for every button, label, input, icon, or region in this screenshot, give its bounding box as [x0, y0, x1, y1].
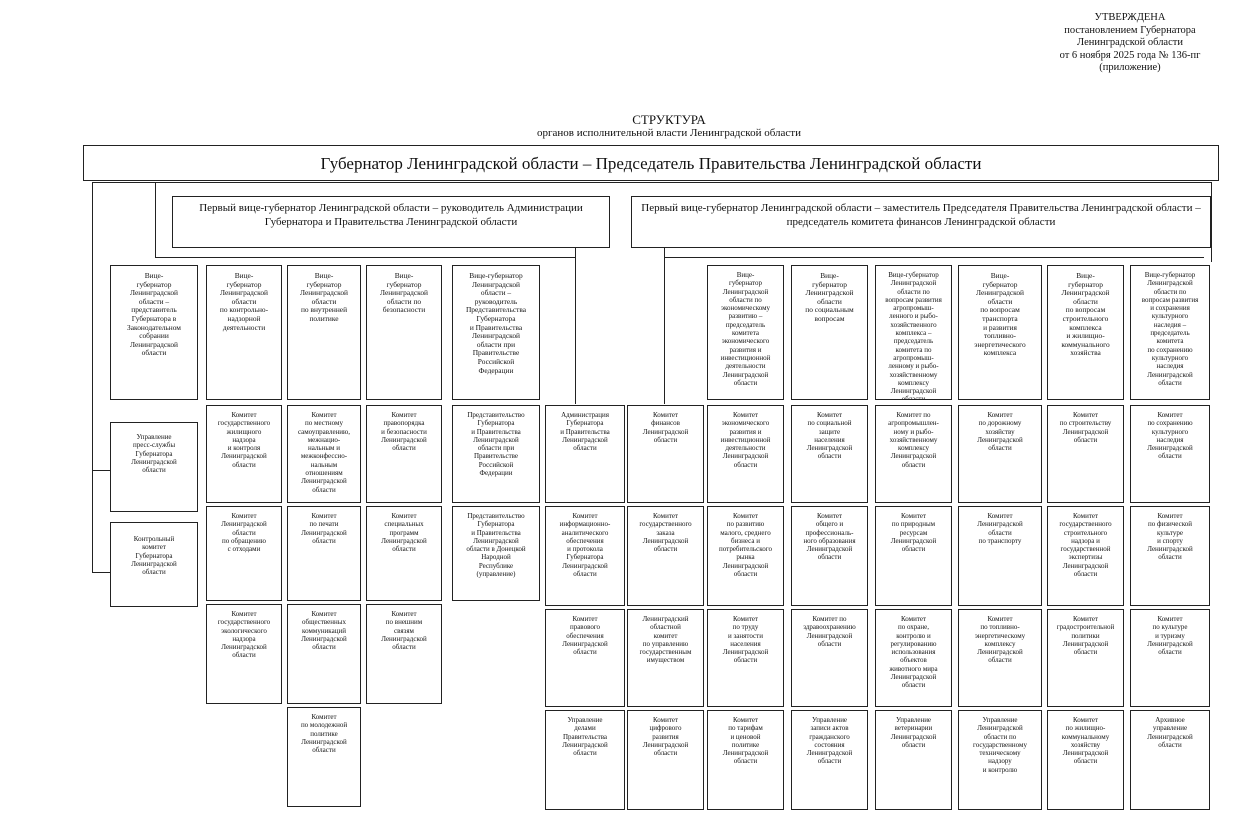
connector-line — [664, 248, 666, 404]
vice-governor-agro: Вице-губернатор Ленинградской области по… — [875, 265, 952, 400]
unit-transport: Комитет Ленинградской области по транспо… — [958, 506, 1042, 606]
connector-line — [155, 257, 575, 259]
unit-representation-dnr: Представительство Губернатора и Правител… — [452, 506, 540, 601]
document-title: СТРУКТУРА органов исполнительной власти … — [369, 112, 969, 140]
unit-archives: Архивное управление Ленинградской област… — [1130, 710, 1210, 810]
approval-line: УТВЕРЖДЕНА — [1094, 12, 1166, 23]
unit-culture-tourism: Комитет по культуре и туризму Ленинградс… — [1130, 609, 1210, 707]
unit-construction-supervision: Комитет государственного строительного н… — [1047, 506, 1124, 606]
vice-governor-control: Вице- губернатор Ленинградской области п… — [206, 265, 282, 400]
unit-technical-supervision: Управление Ленинградской области по госу… — [958, 710, 1042, 810]
unit-law-and-order: Комитет правопорядка и безопасности Лени… — [366, 405, 442, 503]
unit-finance: Комитет финансов Ленинградской области — [627, 405, 704, 503]
connector-line — [92, 182, 94, 573]
connector-line — [664, 257, 1204, 259]
vice-governor-legislative: Вице- губернатор Ленинградской области –… — [110, 265, 198, 400]
connector-line — [92, 572, 110, 574]
approval-line: Ленинградской области — [1077, 37, 1183, 48]
unit-construction: Комитет по строительству Ленинградской о… — [1047, 405, 1124, 503]
unit-wildlife: Комитет по охране, контролю и регулирова… — [875, 609, 952, 707]
first-vice-governor-right-label: Первый вице-губернатор Ленинградской обл… — [641, 202, 1201, 228]
approval-stamp: УТВЕРЖДЕНА постановлением Губернатора Ле… — [1040, 12, 1220, 75]
unit-info-analytics: Комитет информационно- аналитического об… — [545, 506, 625, 606]
unit-legal-support: Комитет правового обеспечения Ленинградс… — [545, 609, 625, 707]
unit-agro-complex: Комитет по агропромышлен- ному и рыбо- х… — [875, 405, 952, 503]
unit-press-service: Управление пресс-службы Губернатора Лени… — [110, 422, 198, 512]
connector-line — [92, 470, 110, 472]
vice-governor-construction: Вице- губернатор Ленинградской области п… — [1047, 265, 1124, 400]
unit-housing-utilities: Комитет по жилищно- коммунальному хозяйс… — [1047, 710, 1124, 810]
connector-line — [575, 248, 577, 404]
unit-government-affairs: Управление делами Правительства Ленингра… — [545, 710, 625, 810]
vice-governor-representation: Вице-губернатор Ленинградской области – … — [452, 265, 540, 400]
connector-line — [155, 182, 157, 258]
connector-line — [92, 182, 1212, 184]
unit-administration: Администрация Губернатора и Правительств… — [545, 405, 625, 503]
unit-road-management: Комитет по дорожному хозяйству Ленинград… — [958, 405, 1042, 503]
first-vice-governor-right: Первый вице-губернатор Ленинградской обл… — [631, 196, 1211, 248]
unit-press: Комитет по печати Ленинградской области — [287, 506, 361, 601]
unit-small-business: Комитет по развитию малого, среднего биз… — [707, 506, 784, 606]
unit-education: Комитет общего и профессиональ- ного обр… — [791, 506, 868, 606]
unit-veterinary: Управление ветеринарии Ленинградской обл… — [875, 710, 952, 810]
unit-urban-planning: Комитет градостроительной политики Ленин… — [1047, 609, 1124, 707]
unit-natural-resources: Комитет по природным ресурсам Ленинградс… — [875, 506, 952, 606]
connector-line — [1211, 182, 1213, 262]
approval-line: от 6 ноября 2025 года № 136-пг — [1059, 49, 1201, 61]
vice-governor-security: Вице- губернатор Ленинградской области п… — [366, 265, 442, 400]
approval-line: постановлением Губернатора — [1064, 24, 1196, 36]
unit-civil-registry: Управление записи актов гражданского сос… — [791, 710, 868, 810]
approval-line: (приложение) — [1099, 62, 1161, 73]
vice-governor-culture: Вице-губернатор Ленинградской области по… — [1130, 265, 1210, 400]
unit-labor-employment: Комитет по труду и занятости населения Л… — [707, 609, 784, 707]
unit-sports: Комитет по физической культуре и спорту … — [1130, 506, 1210, 606]
unit-waste-management: Комитет Ленинградской области по обращен… — [206, 506, 282, 601]
unit-housing-supervision: Комитет государственного жилищного надзо… — [206, 405, 282, 503]
unit-state-procurement: Комитет государственного заказа Ленингра… — [627, 506, 704, 606]
unit-fuel-energy: Комитет по топливно- энергетическому ком… — [958, 609, 1042, 707]
unit-youth-policy: Комитет по молодежной политике Ленинград… — [287, 707, 361, 807]
unit-eco-supervision: Комитет государственного экологического … — [206, 604, 282, 704]
unit-healthcare: Комитет по здравоохранению Ленинградской… — [791, 609, 868, 707]
title-subtitle: органов исполнительной власти Ленинградс… — [537, 127, 801, 139]
unit-local-government: Комитет по местному самоуправлению, межн… — [287, 405, 361, 503]
unit-external-relations: Комитет по внешним связям Ленинградской … — [366, 604, 442, 704]
governor-label: Губернатор Ленинградской области – Предс… — [320, 154, 982, 173]
vice-governor-internal-policy: Вице- губернатор Ленинградской области п… — [287, 265, 361, 400]
first-vice-governor-left-label: Первый вице-губернатор Ленинградской обл… — [199, 202, 583, 228]
unit-digital-development: Комитет цифрового развития Ленинградской… — [627, 710, 704, 810]
vice-governor-social: Вице- губернатор Ленинградской области п… — [791, 265, 868, 400]
vice-governor-economy: Вице- губернатор Ленинградской области п… — [707, 265, 784, 400]
unit-economic-development: Комитет экономического развития и инвест… — [707, 405, 784, 503]
unit-state-property: Ленинградский областной комитет по управ… — [627, 609, 704, 707]
unit-cultural-heritage: Комитет по сохранению культурного наслед… — [1130, 405, 1210, 503]
first-vice-governor-left: Первый вице-губернатор Ленинградской обл… — [172, 196, 610, 248]
unit-control-committee: Контрольный комитет Губернатора Ленингра… — [110, 522, 198, 607]
unit-social-protection: Комитет по социальной защите населения Л… — [791, 405, 868, 503]
unit-tariffs: Комитет по тарифам и ценовой политике Ле… — [707, 710, 784, 810]
unit-representation-rf: Представительство Губернатора и Правител… — [452, 405, 540, 503]
vice-governor-transport: Вице- губернатор Ленинградской области п… — [958, 265, 1042, 400]
unit-public-communications: Комитет общественных коммуникаций Ленинг… — [287, 604, 361, 704]
unit-special-programs: Комитет специальных программ Ленинградск… — [366, 506, 442, 601]
title-main: СТРУКТУРА — [632, 112, 706, 127]
governor-box: Губернатор Ленинградской области – Предс… — [83, 145, 1219, 181]
